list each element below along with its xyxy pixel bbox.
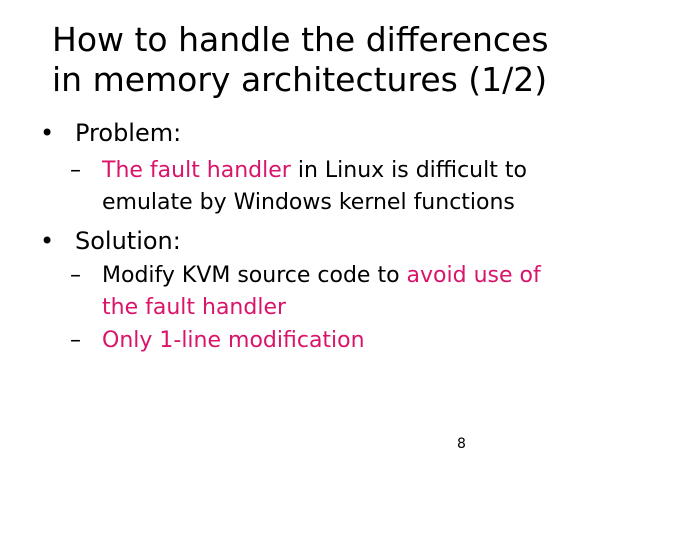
highlight-text: The fault handler [102, 158, 291, 183]
dash-icon: – [70, 263, 81, 288]
dash-icon: – [70, 328, 81, 353]
title-line-2: in memory architectures (1/2) [52, 60, 548, 99]
bullet-label: Problem: [75, 119, 182, 147]
bullet-icon: • [40, 227, 55, 255]
bullet-label: Solution: [75, 227, 181, 255]
page-number: 8 [457, 436, 466, 452]
dash-icon: – [70, 158, 81, 183]
sub-text-line2: emulate by Windows kernel functions [102, 190, 515, 215]
sub-text: in Linux is difficult to [290, 158, 527, 183]
title-line-1: How to handle the differences [52, 20, 549, 59]
highlight-text: avoid use of [406, 263, 541, 288]
highlight-text-line2: the fault handler [102, 295, 287, 320]
sub-text: Modify KVM source code to [102, 263, 407, 288]
highlight-text: Only 1-line modification [102, 328, 365, 353]
slide-title: How to handle the differences in memory … [52, 20, 549, 100]
bullet-icon: • [40, 119, 55, 147]
